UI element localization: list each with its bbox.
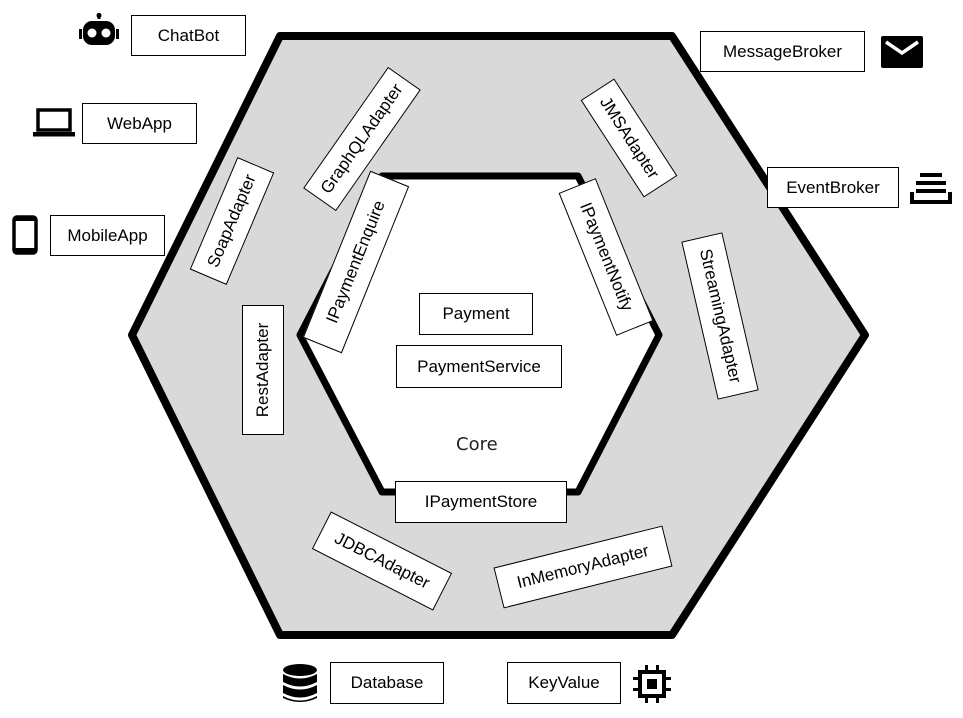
actor-chatbot-label: ChatBot bbox=[131, 15, 246, 56]
payment-entity: Payment bbox=[419, 293, 533, 335]
actor-messagebroker-label: MessageBroker bbox=[700, 31, 865, 72]
port-ipayment-store: IPaymentStore bbox=[395, 481, 567, 523]
memory-chip-icon bbox=[633, 665, 671, 703]
core-title: Core bbox=[456, 434, 498, 455]
laptop-icon bbox=[33, 108, 75, 137]
mail-icon bbox=[881, 36, 923, 68]
actor-database-label: Database bbox=[330, 662, 444, 704]
actor-keyvalue-label: KeyValue bbox=[507, 662, 621, 704]
payment-service-entity: PaymentService bbox=[396, 345, 562, 388]
smartphone-icon bbox=[12, 215, 38, 255]
robot-icon bbox=[79, 13, 119, 45]
actor-webapp-label: WebApp bbox=[82, 103, 197, 144]
database-icon bbox=[283, 664, 317, 702]
actor-eventbroker-label: EventBroker bbox=[767, 167, 899, 208]
actor-mobileapp-label: MobileApp bbox=[50, 215, 165, 256]
queue-stack-icon bbox=[910, 173, 952, 204]
adapter-rest: RestAdapter bbox=[242, 305, 284, 435]
